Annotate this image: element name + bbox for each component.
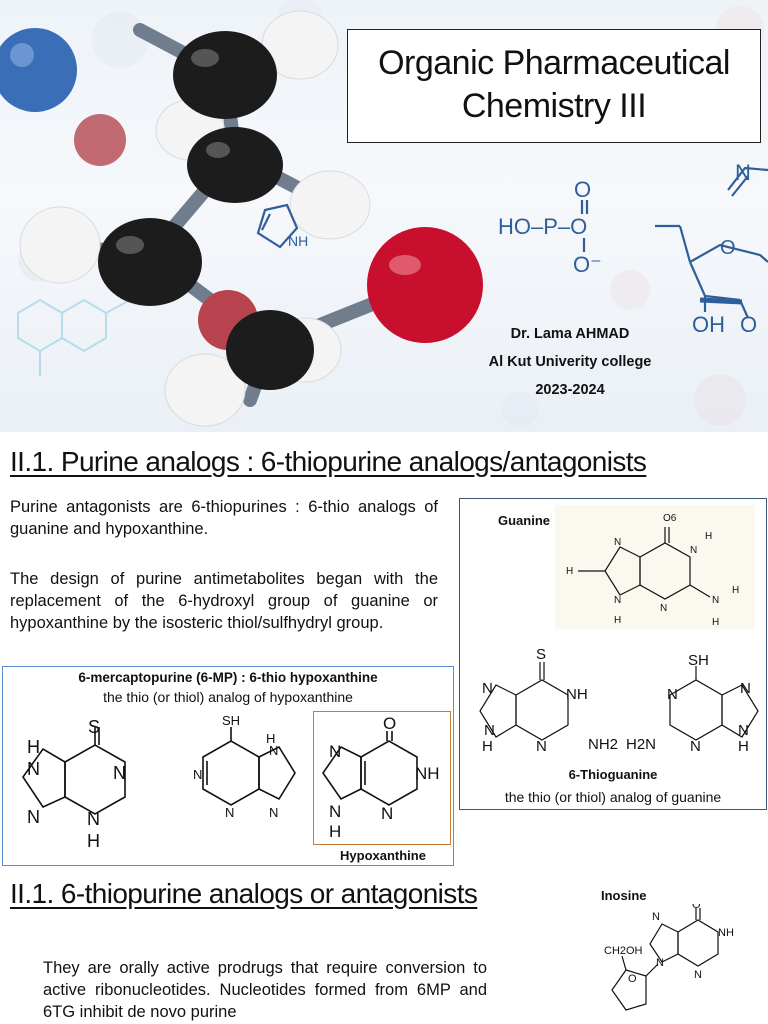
svg-text:O: O [574, 177, 591, 202]
svg-text:N: N [652, 911, 660, 923]
svg-text:N: N [482, 680, 493, 697]
svg-text:N: N [27, 807, 40, 827]
svg-text:H: H [712, 617, 719, 628]
svg-text:N: N [656, 957, 664, 969]
svg-text:N: N [740, 680, 751, 697]
mercaptopurine-structures: S N H N N N H SH N N N N H O NH N N N H [22, 713, 440, 851]
svg-text:N: N [712, 595, 719, 606]
svg-text:H: H [87, 831, 100, 851]
svg-text:N: N [735, 160, 751, 185]
svg-text:NH: NH [415, 764, 440, 783]
svg-text:H: H [614, 615, 621, 626]
svg-text:SH: SH [222, 713, 240, 728]
svg-text:N: N [738, 722, 749, 739]
svg-text:N: N [690, 738, 701, 755]
course-title-line1: Organic Pharmaceutical [378, 44, 730, 82]
academic-year: 2023-2024 [535, 382, 605, 398]
author-block: Dr. Lama AHMAD Al Kut Univerity college … [470, 320, 670, 404]
thioguanine-subtitle: the thio (or thiol) analog of guanine [504, 789, 722, 805]
svg-text:O: O [720, 237, 736, 259]
inosine-structure: O NH N N N CH2OH O [604, 904, 734, 1011]
title-banner: NH O HO–P–O O⁻ O OH O N Organic Pharmace… [0, 0, 768, 432]
slide1-heading: II.1. Purine analogs : 6-thiopurine anal… [10, 446, 647, 477]
svg-text:N: N [225, 805, 234, 820]
svg-text:O: O [692, 904, 701, 911]
guanine-label: Guanine [498, 513, 551, 528]
guanine-structures: O6 N H N H N H N N H H S NH N H N N NH2 … [479, 505, 759, 755]
hypoxanthine-label: Hypoxanthine [340, 848, 426, 863]
svg-text:N: N [690, 545, 697, 556]
svg-text:N: N [87, 809, 100, 829]
svg-text:NH: NH [566, 686, 588, 703]
nh-label: NH [288, 233, 308, 249]
inosine-label: Inosine [601, 888, 647, 903]
mercaptopurine-title: 6-mercaptopurine (6-MP) : 6-thio hypoxan… [78, 670, 378, 685]
svg-text:H: H [566, 566, 573, 577]
slide2-heading: II.1. 6-thiopurine analogs or antagonist… [10, 878, 478, 909]
svg-text:N: N [381, 804, 393, 823]
svg-text:N: N [694, 969, 702, 981]
svg-text:N: N [484, 722, 495, 739]
svg-text:H: H [705, 531, 712, 542]
svg-text:N: N [193, 767, 202, 782]
svg-text:N: N [614, 537, 621, 548]
svg-text:O: O [628, 973, 637, 985]
svg-text:OH: OH [692, 312, 725, 337]
svg-text:N: N [667, 686, 678, 703]
mercaptopurine-box: 6-mercaptopurine (6-MP) : 6-thio hypoxan… [2, 666, 454, 866]
svg-text:N: N [27, 759, 40, 779]
svg-text:O: O [383, 714, 396, 733]
svg-text:SH: SH [688, 652, 709, 669]
hypoxanthine-highlight [313, 711, 451, 845]
slide2-paragraph: They are orally active prodrugs that req… [43, 959, 487, 1021]
svg-text:O: O [740, 312, 757, 337]
svg-text:H2N: H2N [626, 736, 656, 753]
svg-text:N: N [329, 802, 341, 821]
svg-text:N: N [614, 595, 621, 606]
svg-text:HO–P–O: HO–P–O [498, 214, 587, 239]
mercaptopurine-subtitle: the thio (or thiol) analog of hypoxanthi… [103, 689, 353, 705]
svg-text:N: N [660, 603, 667, 614]
svg-text:O⁻: O⁻ [573, 252, 602, 277]
slide1-paragraph1: Purine antagonists are 6-thiopurines : 6… [10, 498, 438, 538]
svg-text:H: H [329, 822, 341, 841]
course-title-line2: Chemistry III [461, 87, 647, 125]
svg-text:S: S [536, 646, 546, 663]
author-name: Dr. Lama AHMAD [510, 326, 630, 342]
svg-text:NH: NH [718, 927, 734, 939]
svg-text:N: N [269, 805, 278, 820]
svg-text:N: N [536, 738, 547, 755]
svg-text:O6: O6 [663, 513, 677, 524]
slide1-paragraph2: The design of purine antimetabolites beg… [10, 570, 438, 632]
svg-text:N: N [329, 742, 341, 761]
svg-text:H: H [27, 737, 40, 757]
svg-text:H: H [266, 731, 275, 746]
course-title: Organic Pharmaceutical Chemistry III [347, 29, 761, 143]
svg-text:N: N [269, 743, 278, 758]
svg-text:NH2: NH2 [588, 736, 618, 753]
svg-text:S: S [88, 717, 100, 737]
svg-text:H: H [738, 738, 749, 755]
thioguanine-label: 6-Thioguanine [568, 767, 658, 782]
svg-text:N: N [113, 763, 126, 783]
guanine-box: Guanine O6 N H N H N H [459, 498, 767, 810]
svg-text:H: H [732, 585, 739, 596]
svg-text:CH2OH: CH2OH [604, 945, 643, 957]
institution: Al Kut Univerity college [488, 354, 652, 370]
svg-text:H: H [482, 738, 493, 755]
